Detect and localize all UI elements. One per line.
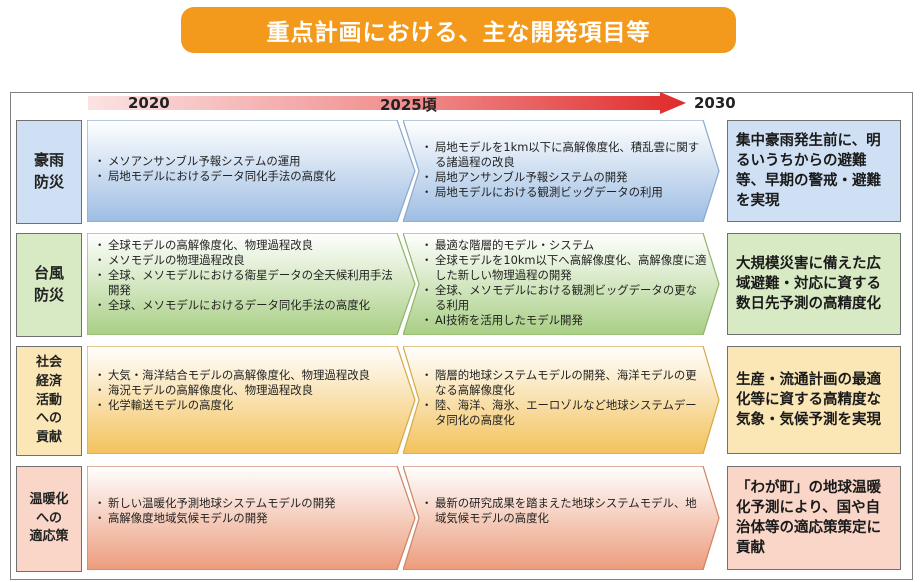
list-item: 全球、メソモデルにおける衛星データの全天候利用手法開発: [94, 268, 398, 298]
list-item: 最新の研究成果を踏まえた地球システムモデル、地域気候モデルの高度化: [421, 496, 707, 526]
phase2-heavy-rain: 局地モデルを1km以下に高解像度化、積乱雲に関する諸過程の改良 局地アンサンブル…: [403, 120, 721, 222]
list-item: 全球、メソモデルにおける観測ビッグデータの更なる利用: [421, 283, 707, 313]
phase1-socioeconomic: 大気・海洋結合モデルの高解像度化、物理過程改良 海況モデルの高解像度化、物理過程…: [87, 346, 417, 454]
row-label-climate-adaptation: 温暖化 への 適応策: [16, 466, 82, 572]
list-item: 全球、メソモデルにおけるデータ同化手法の高度化: [94, 298, 398, 313]
timeline-arrow: [88, 92, 686, 114]
list-item: メソモデルの物理過程改良: [94, 253, 398, 268]
list-item: 海況モデルの高解像度化、物理過程改良: [94, 383, 396, 398]
list-item: AI技術を活用したモデル開発: [421, 313, 707, 328]
outcome-climate-adaptation: 「わが町」の地球温暖化予測により、国や自治体等の適応策策定に貢献: [727, 466, 901, 570]
list-item: 最適な階層的モデル・システム: [421, 238, 707, 253]
list-item: メソアンサンブル予報システムの運用: [94, 154, 396, 169]
row-label-socioeconomic: 社会 経済 活動 への 貢献: [16, 346, 82, 456]
list-item: 階層的地球システムモデルの開発、海洋モデルの更なる高解像度化: [421, 368, 705, 398]
phase1-list: メソアンサンブル予報システムの運用 局地モデルにおけるデータ同化手法の高度化: [94, 154, 396, 184]
page-title: 重点計画における、主な開発項目等: [266, 20, 651, 46]
outcome-heavy-rain: 集中豪雨発生前に、明るいうちからの避難等、早期の警戒・避難を実現: [727, 120, 901, 222]
title-banner: 重点計画における、主な開発項目等: [181, 7, 736, 53]
phase2-socioeconomic: 階層的地球システムモデルの開発、海洋モデルの更なる高解像度化 陸、海洋、海氷、エ…: [403, 346, 721, 454]
year-2020: 2020: [128, 94, 170, 112]
phase1-heavy-rain: メソアンサンブル予報システムの運用 局地モデルにおけるデータ同化手法の高度化: [87, 120, 417, 222]
row-label-typhoon: 台風 防災: [16, 233, 82, 337]
phase2-climate-adaptation: 最新の研究成果を踏まえた地球システムモデル、地域気候モデルの高度化: [403, 466, 721, 570]
row-label-heavy-rain: 豪雨 防災: [16, 120, 82, 224]
year-2025: 2025頃: [380, 96, 437, 114]
list-item: 高解像度地域気候モデルの開発: [94, 511, 396, 526]
list-item: 大気・海洋結合モデルの高解像度化、物理過程改良: [94, 368, 396, 383]
list-item: 化学輸送モデルの高度化: [94, 398, 396, 413]
phase1-typhoon: 全球モデルの高解像度化、物理過程改良 メソモデルの物理過程改良 全球、メソモデル…: [87, 233, 417, 335]
list-item: 局地モデルにおける観測ビッグデータの利用: [421, 185, 705, 200]
list-item: 全球モデルを10km以下へ高解像度化、高解像度に適した新しい物理過程の開発: [421, 253, 707, 283]
phase2-typhoon: 最適な階層的モデル・システム 全球モデルを10km以下へ高解像度化、高解像度に適…: [403, 233, 721, 335]
list-item: 局地モデルを1km以下に高解像度化、積乱雲に関する諸過程の改良: [421, 140, 705, 170]
list-item: 局地アンサンブル予報システムの開発: [421, 170, 705, 185]
year-2030: 2030: [694, 94, 736, 112]
phase1-climate-adaptation: 新しい温暖化予測地球システムモデルの開発 高解像度地域気候モデルの開発: [87, 466, 417, 570]
list-item: 全球モデルの高解像度化、物理過程改良: [94, 238, 398, 253]
list-item: 陸、海洋、海氷、エーロゾルなど地球システムデータ同化の高度化: [421, 398, 705, 428]
list-item: 新しい温暖化予測地球システムモデルの開発: [94, 496, 396, 511]
list-item: 局地モデルにおけるデータ同化手法の高度化: [94, 169, 396, 184]
outcome-typhoon: 大規模災害に備えた広域避難・対応に資する数日先予測の高精度化: [727, 233, 901, 335]
outcome-socioeconomic: 生産・流通計画の最適化等に資する高精度な気象・気候予測を実現: [727, 346, 901, 454]
